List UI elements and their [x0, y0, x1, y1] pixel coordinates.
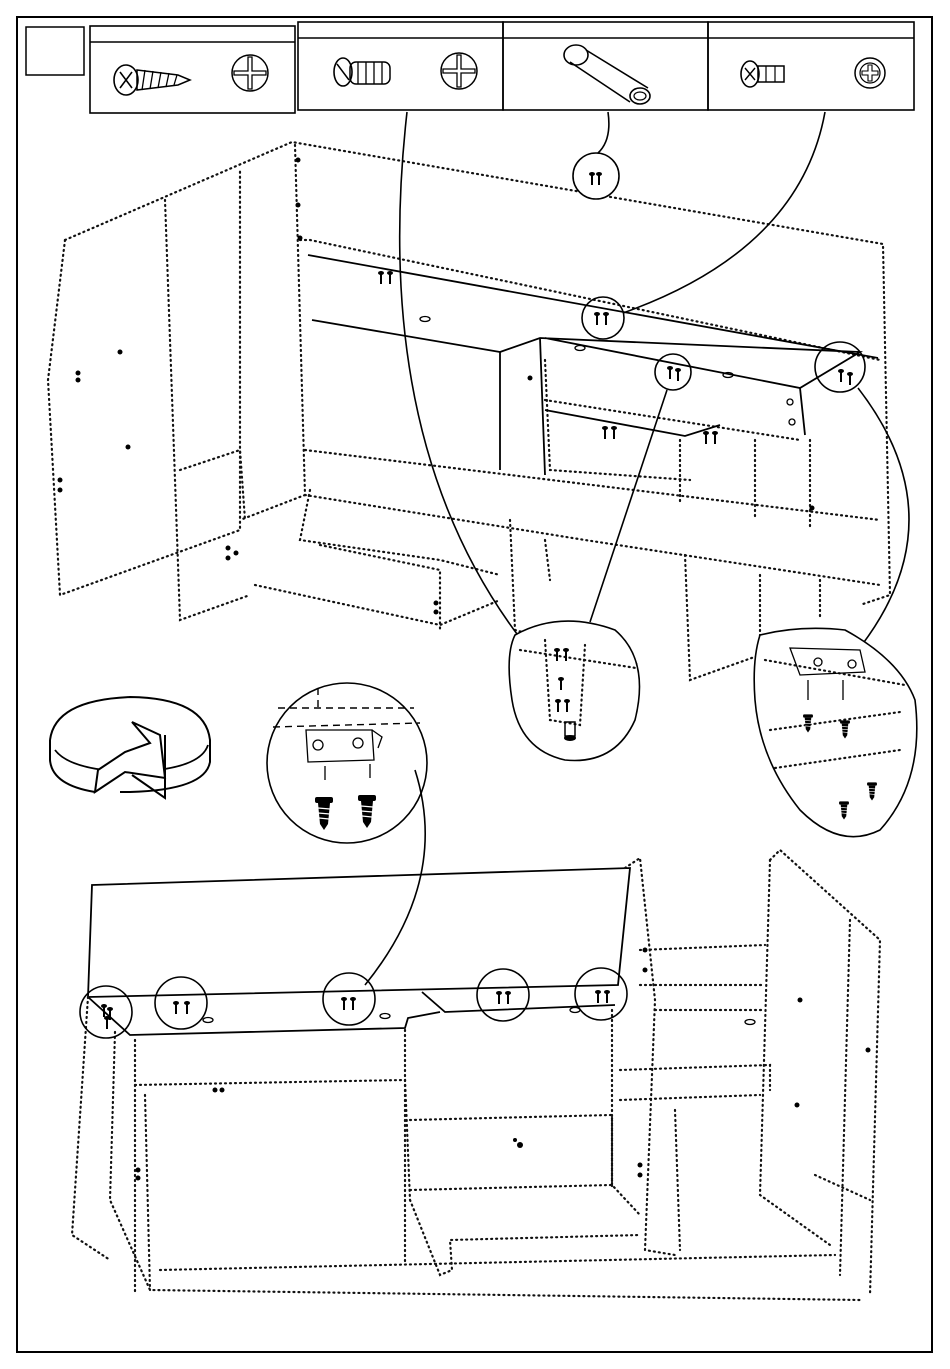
- cross-head-icon: [855, 58, 885, 88]
- rotate-arrow-icon: [50, 697, 210, 798]
- zoom-detail-corner: [754, 628, 917, 836]
- screw-marker: [378, 271, 718, 444]
- cross-head-icon: [232, 55, 268, 91]
- zoom-detail-dowel: [509, 621, 639, 760]
- cam-bolt-icon: [564, 45, 650, 104]
- detail-circle-cam-bolt: [573, 153, 619, 199]
- upper-assembly-drawing: [48, 142, 890, 680]
- step-number-box: [26, 27, 84, 75]
- cross-head-icon: [441, 53, 477, 89]
- parts-header: [26, 22, 914, 113]
- detail-circle-dowel: [655, 354, 691, 390]
- dowel-screw-icon: [334, 58, 390, 86]
- leader-line: [623, 112, 825, 313]
- detail-circle-corner: [815, 342, 865, 392]
- part-dowel-screw: [298, 22, 503, 110]
- part-cam-bolt: [503, 22, 708, 110]
- detail-circle-flange: [582, 297, 624, 339]
- part-wood-screw: [90, 26, 295, 113]
- part-short-flange-screw: [708, 22, 914, 110]
- screw-callouts-lower: [80, 968, 627, 1038]
- zoom-detail-bracket: [267, 683, 427, 843]
- leader-line: [400, 112, 520, 638]
- lower-assembly-drawing: [72, 850, 880, 1300]
- flange-screw-icon: [741, 61, 784, 87]
- leader-line: [598, 112, 609, 153]
- wood-screw-icon: [114, 65, 190, 95]
